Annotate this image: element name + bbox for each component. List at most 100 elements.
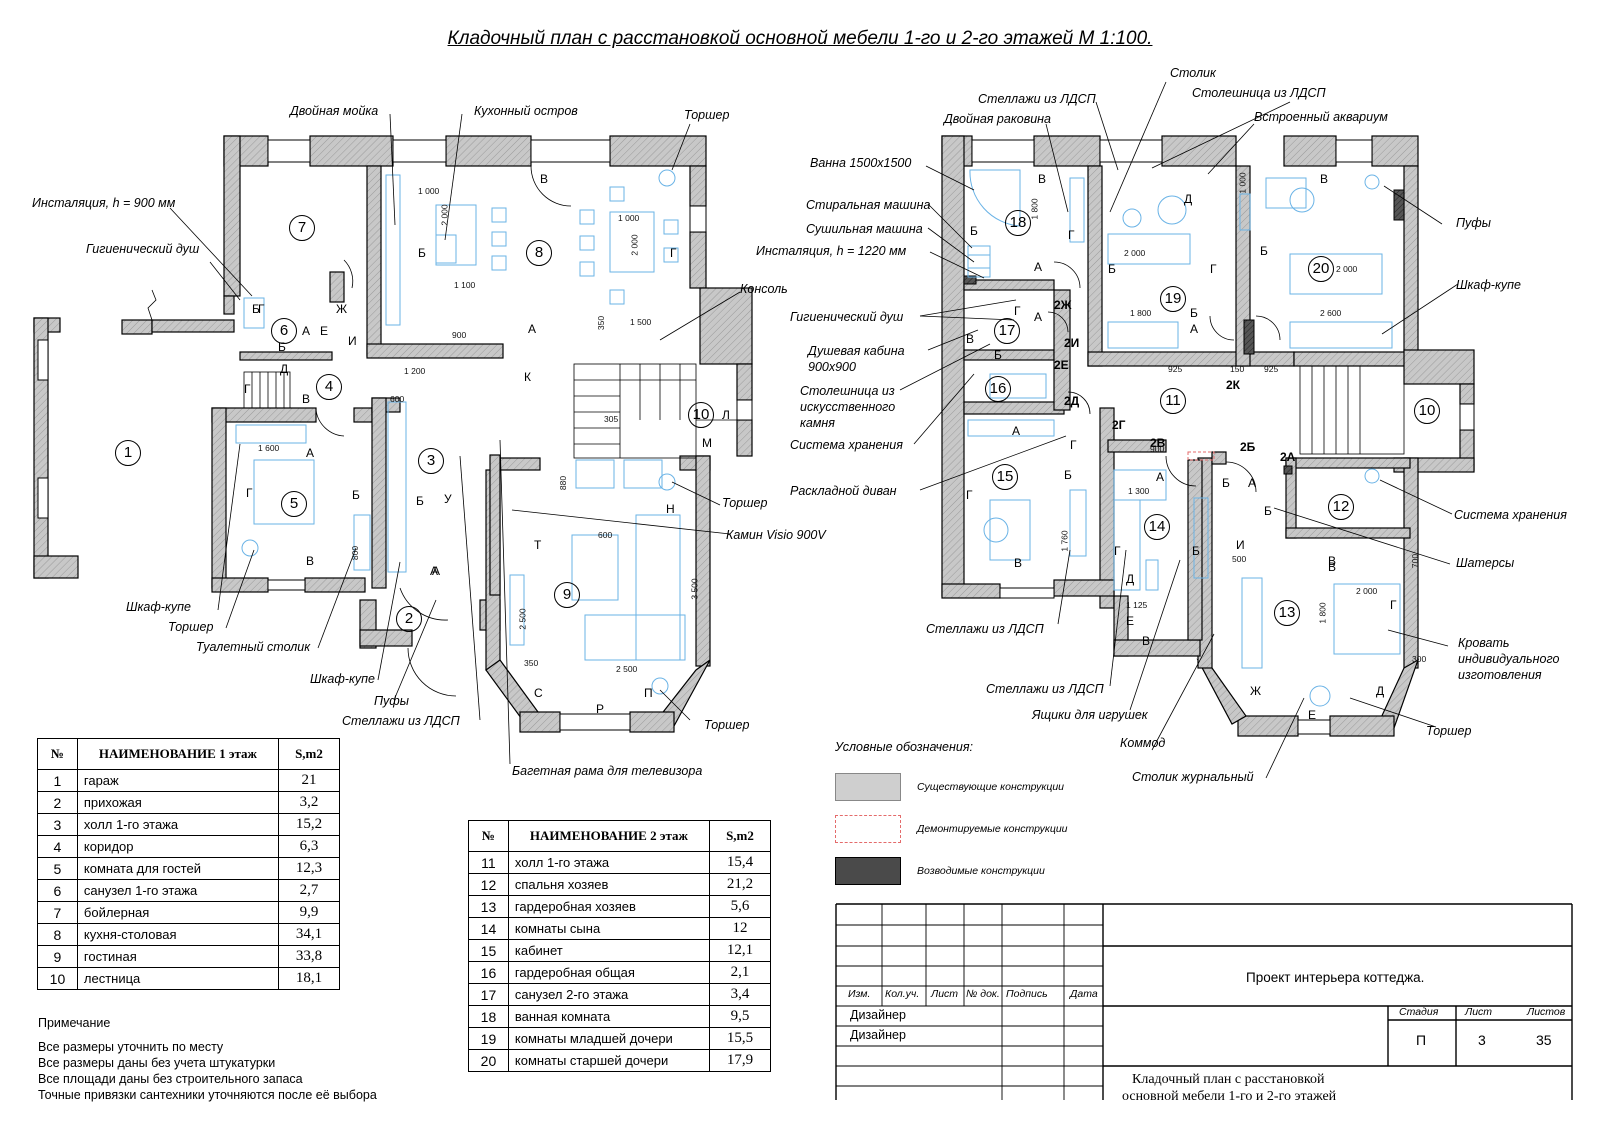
col-header-area: S,m2 (708, 820, 772, 852)
label-storage-1: Система хранения (790, 438, 903, 452)
wall-letter: Г (1390, 598, 1397, 612)
label-coffee-table: Столик журнальный (1132, 770, 1254, 784)
label-floor-lamp-left: Торшер (168, 620, 214, 634)
stamp-project-name: Проект интерьера коттеджа. (1246, 970, 1425, 985)
dimension: 1 000 (1237, 172, 1248, 194)
wall-letter: Б (994, 348, 1002, 362)
wall-letter: П (644, 686, 653, 700)
label-double-sink: Двойная мойка (290, 104, 379, 118)
legend: Условные обозначения: Существующие конст… (835, 740, 1068, 898)
floor2-stairs (1299, 365, 1405, 455)
wall-letter: Г (1068, 228, 1075, 242)
dimension: 350 (596, 315, 607, 331)
stamp-header-izm: Изм. (848, 988, 871, 1000)
label-kitchen-island: Кухонный остров (474, 104, 578, 118)
label-commode: Коммод (1120, 736, 1166, 750)
wall-letter: Д (1126, 572, 1135, 586)
legend-item-new: Возводимые конструкции (835, 856, 1068, 886)
room-number-13: 13 (1274, 600, 1300, 626)
dimension: 900 (452, 330, 467, 340)
legend-swatch-new (835, 857, 901, 885)
door-mark: 2К (1226, 378, 1240, 392)
label-wardrobe-1: Шкаф-купе (126, 600, 191, 614)
floor2-doors (1047, 261, 1281, 493)
wall-letter: И (1236, 538, 1245, 552)
col-header-no: № (468, 820, 509, 852)
dimension: 1 200 (404, 366, 426, 376)
wall-letter: Р (596, 702, 605, 716)
wall-letter: Л (722, 408, 730, 422)
note-line: Все площади даны без строительного запас… (38, 1072, 303, 1086)
note-line: Все размеры уточнить по месту (38, 1040, 224, 1054)
label-double-basin: Двойная раковина (944, 112, 1052, 126)
dimension: 1 800 (1130, 308, 1152, 318)
wall-letter: А (430, 564, 439, 578)
room-number-6: 6 (271, 318, 297, 344)
label-bed-2: индивидуального (1458, 652, 1560, 666)
wall-letter: В (1014, 556, 1023, 570)
wall-letter: Г (1070, 438, 1077, 452)
label-storage-2: Система хранения (1454, 508, 1567, 522)
room-number-3: 3 (418, 448, 444, 474)
dimension: 900 (1150, 444, 1165, 454)
room-number-7: 7 (289, 215, 315, 241)
legend-text: Существующие конструкции (917, 781, 1065, 793)
label-installation: Инсталяция, h = 900 мм (32, 196, 176, 210)
dimension: 1 100 (454, 280, 476, 290)
note-line: Точные привязки сантехники уточняются по… (38, 1088, 377, 1102)
dimension: 2 000 (1356, 586, 1378, 596)
wall-letter: Н (666, 502, 675, 516)
room-number-8: 8 (526, 240, 552, 266)
stamp-header-doc: № док. (966, 988, 1000, 1000)
wall-letter: У (444, 492, 452, 506)
table-header-row: № НАИМЕНОВАНИЕ 2 этаж S,m2 (468, 820, 772, 852)
wall-letter: Д (1184, 192, 1193, 206)
room-number-2: 2 (396, 606, 422, 632)
label-countertop-stone-3: камня (800, 416, 835, 430)
room-number-1: 1 (115, 440, 141, 466)
wall-letter: Б (416, 494, 424, 508)
wall-letter: Е (320, 324, 329, 338)
label-washer: Стиральная машина (806, 198, 931, 212)
door-mark: 2И (1064, 336, 1080, 350)
col-header-name: НАИМЕНОВАНИЕ 2 этаж (507, 820, 710, 852)
wall-letter: Г (670, 246, 677, 260)
floor1-furniture (235, 169, 686, 695)
stamp-sheet-header: Лист (1465, 1006, 1493, 1018)
wall-letter: С (534, 686, 543, 700)
label-hygienic-shower-2: Гигиенический душ (790, 310, 904, 324)
wall-letter: В (1142, 634, 1151, 648)
wall-letter: А (1248, 476, 1257, 490)
wall-letter: Б (1190, 306, 1198, 320)
wall-letter: В (1328, 554, 1337, 568)
dimension: 2 500 (616, 664, 638, 674)
notes-block: Примечание Все размеры уточнить по месту… (38, 1015, 377, 1103)
label-fireplace: Камин Visio 900V (726, 528, 826, 542)
label-shelves-bottom-1: Стеллажи из ЛДСП (926, 622, 1044, 636)
stamp-sheets-header: Листов (1527, 1006, 1566, 1018)
wall-letter: Т (534, 538, 542, 552)
wall-letter: А (306, 446, 315, 460)
dimension: 880 (558, 475, 569, 491)
label-shower-cabin-2: 900х900 (808, 360, 856, 374)
label-floor-lamp-top: Торшер (684, 108, 730, 122)
door-mark: 2А (1280, 450, 1296, 464)
floor2-windows (971, 139, 1475, 735)
dimension: 1 125 (1126, 600, 1148, 610)
wall-letter: Г (1014, 304, 1021, 318)
label-sofa-bed: Раскладной диван (790, 484, 897, 498)
label-bath: Ванна 1500х1500 (810, 156, 912, 170)
wall-letter: Ж (336, 302, 348, 316)
table-header-row: № НАИМЕНОВАНИЕ 1 этаж S,m2 (37, 738, 341, 770)
title-block: Изм. Кол.уч. Лист № док. Подпись Дата Ди… (836, 902, 1572, 1104)
label-countertop-top: Столешница из ЛДСП (1192, 86, 1326, 100)
label-bed-1: Кровать (1458, 636, 1510, 650)
stamp-sheets: 35 (1536, 1032, 1552, 1048)
wall-letter: И (348, 334, 357, 348)
dimension: 1 500 (630, 317, 652, 327)
